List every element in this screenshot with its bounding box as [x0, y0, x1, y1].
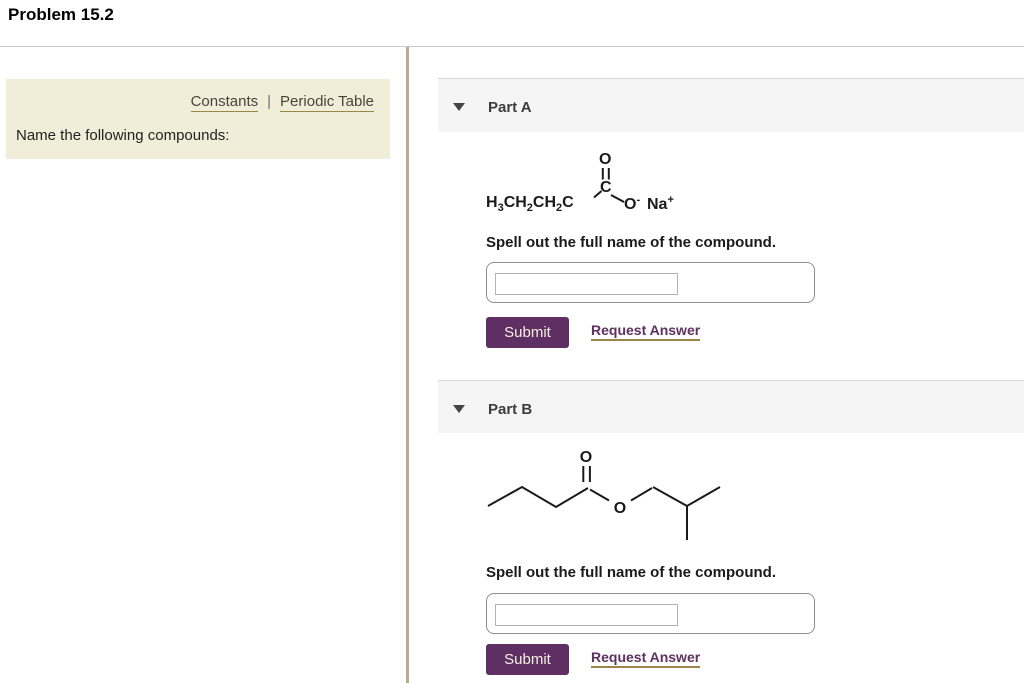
carbonyl-oxygen: O — [599, 152, 611, 168]
part-a-header[interactable]: Part A — [438, 78, 1024, 132]
panel-divider — [406, 47, 409, 683]
ester-oxygen: O — [614, 500, 626, 517]
periodic-table-link[interactable]: Periodic Table — [280, 93, 374, 112]
part-b-bonds: O O — [460, 435, 760, 550]
page-title: Problem 15.2 — [8, 5, 114, 25]
part-a-structure: H3CH2CH2C C O O- Na+ — [480, 145, 700, 220]
part-b-header[interactable]: Part B — [438, 380, 1024, 433]
part-b-answer-input[interactable] — [495, 604, 678, 626]
carbonyl-carbon: C — [600, 180, 612, 196]
alkyl-chain-formula: H3CH2CH2C — [486, 195, 574, 214]
part-b-submit-button[interactable]: Submit — [486, 644, 569, 675]
sodium-cation: Na+ — [647, 195, 674, 213]
part-b-request-answer-link[interactable]: Request Answer — [591, 649, 700, 668]
oxygen-anion: O- — [624, 195, 640, 213]
resource-links: Constants | Periodic Table — [191, 93, 374, 110]
intro-panel: Constants | Periodic Table Name the follow… — [6, 79, 390, 159]
part-a-answer-box — [486, 262, 815, 303]
title-divider — [0, 46, 1024, 47]
carbonyl-oxygen: O — [580, 449, 592, 466]
part-a-answer-input[interactable] — [495, 273, 678, 295]
part-a-label: Part A — [488, 99, 532, 116]
part-b-label: Part B — [488, 401, 532, 418]
part-b-answer-box — [486, 593, 815, 634]
constants-link[interactable]: Constants — [191, 93, 259, 112]
collapse-triangle-icon[interactable] — [453, 103, 465, 111]
collapse-triangle-icon[interactable] — [453, 405, 465, 413]
problem-instruction: Name the following compounds: — [16, 127, 229, 144]
part-a-prompt: Spell out the full name of the compound. — [486, 234, 776, 251]
part-b-structure: O O — [460, 435, 760, 550]
part-b-prompt: Spell out the full name of the compound. — [486, 564, 776, 581]
part-a-request-answer-link[interactable]: Request Answer — [591, 322, 700, 341]
link-separator: | — [267, 93, 271, 110]
part-a-submit-button[interactable]: Submit — [486, 317, 569, 348]
